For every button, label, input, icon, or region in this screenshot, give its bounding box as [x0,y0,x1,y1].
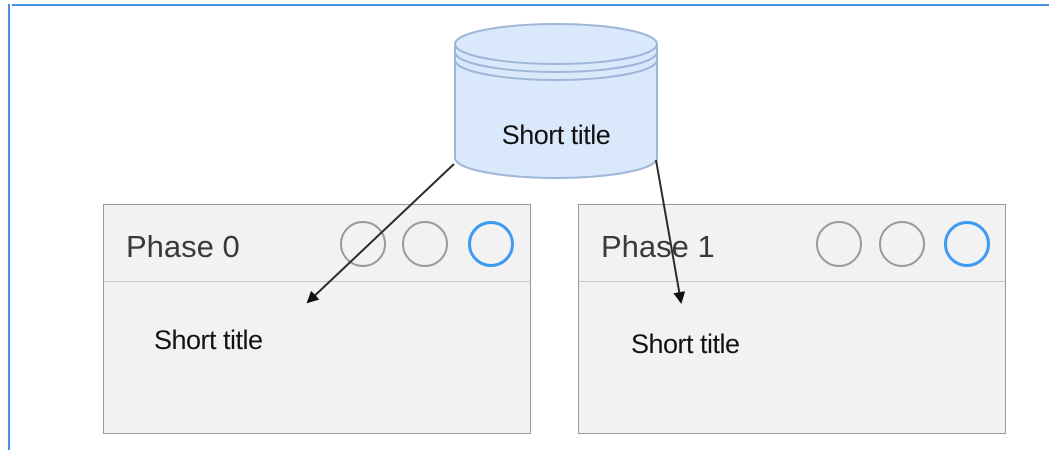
phase-1-panel[interactable]: Phase 1 Short title [578,204,1006,434]
database-title: Short title [501,120,611,150]
phase-0-label: Phase 0 [126,229,240,264]
canvas-top-border [12,4,1049,6]
phase-1-status-dot-1[interactable] [816,221,862,267]
phase-1-body-title: Short title [631,329,740,359]
phase-0-header: Phase 0 [104,205,530,282]
phase-1-label: Phase 1 [601,229,715,264]
phase-0-body-title: Short title [154,325,263,355]
phase-1-header: Phase 1 [579,205,1005,282]
phase-0-status-dot-3[interactable] [468,221,514,267]
phase-0-status-dot-2[interactable] [402,221,448,267]
arrow-db-to-phase-1 [655,159,686,304]
arrow-db-to-phase-0 [306,163,455,304]
canvas-left-border [8,4,10,450]
phase-0-panel[interactable]: Phase 0 Short title [103,204,531,434]
phase-1-status-dot-2[interactable] [879,221,925,267]
phase-1-status-dot-3[interactable] [944,221,990,267]
database-cylinder-icon[interactable] [454,23,658,179]
phase-0-status-dot-1[interactable] [340,221,386,267]
